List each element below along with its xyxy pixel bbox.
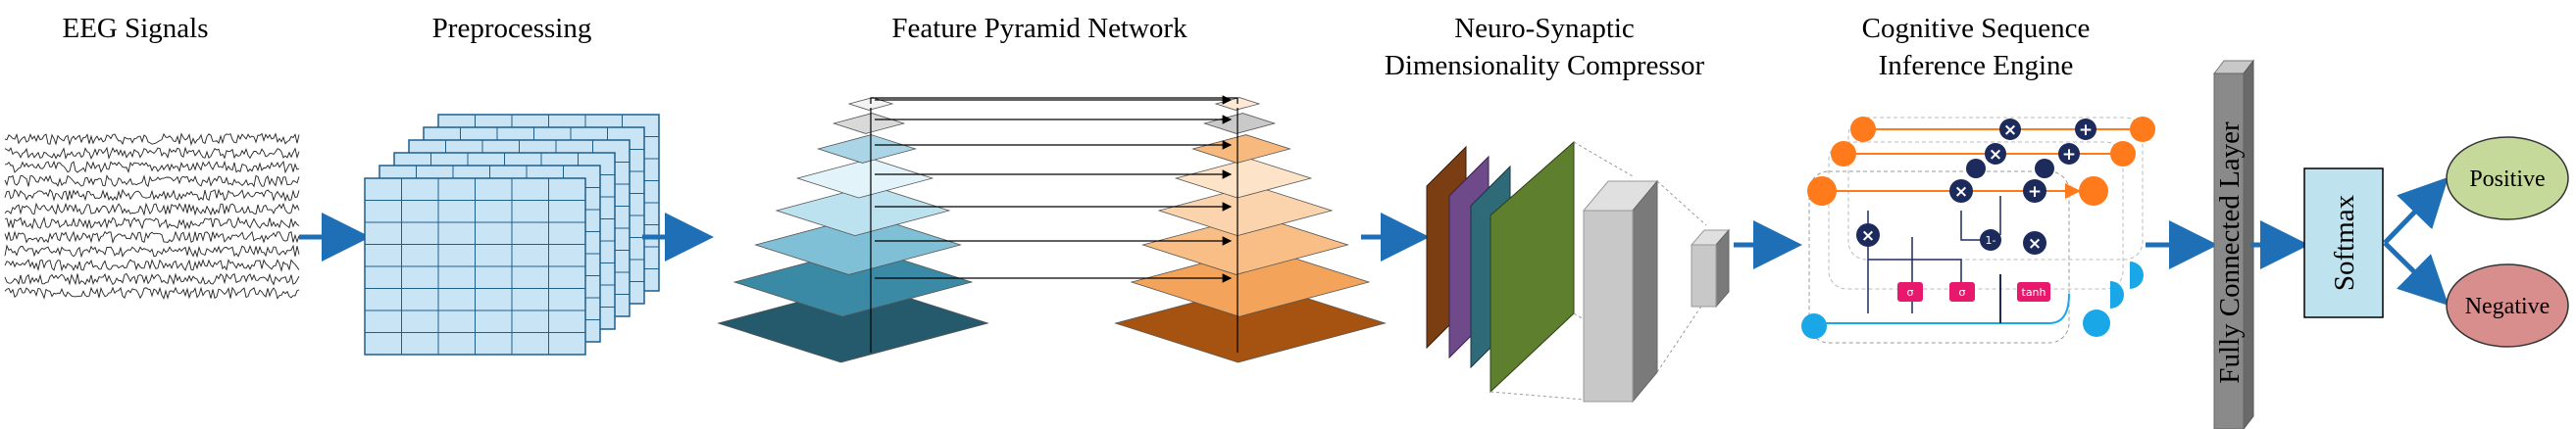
fpn-bottom-up-layer (775, 184, 951, 237)
label-softmax: Softmax (2329, 194, 2360, 291)
sigmoid-gate-2-label: σ (1959, 286, 1966, 299)
gray-block-front (1583, 210, 1634, 403)
hidden-state-output-node-back (2110, 281, 2124, 309)
lstm-cell-stack: × + × + × × + 1- × σ σ tanh (1801, 117, 2155, 344)
eeg-channel-trace (4, 215, 300, 230)
multiply-op-symbol: × (1861, 226, 1875, 246)
lstm-cell-front (1808, 170, 2070, 344)
compressor-blocks (1426, 140, 1731, 404)
gray-block-small-front (1691, 244, 1717, 308)
fpn-top-down-layer (1202, 113, 1277, 134)
eeg-channel-trace (4, 244, 300, 259)
sigmoid-gate-2 (1949, 282, 1975, 302)
eeg-signal-waveforms (4, 132, 300, 300)
fpn-top-down-layer (1191, 134, 1291, 164)
fpn-top-down-layer (1174, 158, 1313, 199)
forget-multiply-node (1856, 223, 1880, 247)
fpn-bottom-up-layer (832, 113, 906, 134)
cell-state-input-node (1850, 117, 1876, 142)
cell-state-output-node (2110, 141, 2136, 167)
lstm-cell-back (1847, 117, 2144, 261)
update-multiply-node (1949, 179, 1973, 203)
add-op-node (2058, 143, 2080, 165)
multiply-op-symbol: × (1989, 145, 2002, 165)
add-op-symbol: + (2062, 145, 2076, 165)
projection-line (1573, 141, 1634, 177)
sigmoid-gate-1-label: σ (1907, 286, 1914, 299)
eeg-channel-trace (4, 286, 300, 300)
gray-block-side (1632, 179, 1658, 404)
hidden-state-input-node (1801, 313, 1827, 339)
flow-arrow-negative (2383, 241, 2450, 307)
fpn-top-down-layer (1157, 184, 1334, 237)
output-negative-label: Negative (2465, 294, 2551, 319)
cell-state-input-node (1831, 141, 1856, 167)
fully-connected-layer: Fully Connected Layer (2212, 59, 2255, 429)
update-add-node (2023, 179, 2046, 203)
output-positive-label: Positive (2469, 167, 2545, 192)
multiply-op-node (1985, 143, 2006, 165)
eeg-channel-trace (4, 174, 300, 188)
top-connection (870, 97, 1238, 104)
label-engine-line2: Inference Engine (1879, 50, 2074, 81)
fc-front (2213, 72, 2245, 429)
tanh-gate (2017, 282, 2050, 302)
hidden-state-line (1824, 293, 2070, 324)
feature-pyramid (717, 95, 1387, 363)
projection-line (1656, 298, 1707, 373)
label-engine-line1: Cognitive Sequence (1862, 13, 2091, 44)
add-op-node (2035, 159, 2054, 178)
cell-state-input-node (1807, 176, 1837, 206)
add-op-symbol: + (2028, 182, 2042, 202)
eeg-channel-trace (4, 272, 300, 286)
projection-line (1490, 391, 1585, 401)
flow-arrow-positive (2383, 176, 2449, 245)
fpn-bottom-up-layer (817, 134, 917, 164)
output-positive (2446, 136, 2569, 220)
eeg-channel-trace (4, 202, 300, 216)
eeg-channel-trace (4, 230, 300, 245)
eeg-channel-trace (4, 188, 300, 203)
fpn-bottom-up-layer (795, 158, 934, 199)
hidden-state-output-node-back (2130, 262, 2144, 289)
multiply-op-symbol: × (2003, 120, 2017, 140)
label-compressor-line1: Neuro-Synaptic (1454, 13, 1635, 44)
hidden-state-output-node (2083, 310, 2110, 337)
softmax-box (2303, 167, 2384, 318)
label-compressor-line2: Dimensionality Compressor (1385, 50, 1705, 81)
eeg-channel-trace (4, 259, 300, 272)
label-eeg-signals: EEG Signals (62, 13, 208, 44)
multiply-op-symbol: × (2028, 234, 2042, 254)
projection-line (1656, 180, 1707, 226)
multiply-op-node (1999, 119, 2021, 140)
gate-line (1960, 211, 1981, 241)
preprocessing-grid-stack (364, 114, 660, 356)
label-feature-pyramid-network: Feature Pyramid Network (891, 13, 1187, 44)
output-negative (2446, 263, 2569, 348)
eeg-channel-trace (4, 132, 300, 147)
tanh-gate-label: tanh (2022, 286, 2046, 299)
sigmoid-gate-1 (1897, 282, 1923, 302)
output-multiply-node (2023, 231, 2046, 255)
eeg-channel-trace (5, 160, 300, 174)
label-fully-connected-layer: Fully Connected Layer (2214, 121, 2246, 384)
add-op-symbol: + (2079, 120, 2093, 140)
one-minus-node (1980, 229, 2001, 251)
label-preprocessing: Preprocessing (432, 13, 592, 44)
one-minus-symbol: 1- (1986, 234, 1996, 247)
cell-state-output-node (2130, 117, 2155, 142)
multiply-op-symbol: × (1954, 182, 1968, 202)
add-op-node (2075, 119, 2096, 140)
cell-state-output-node (2079, 176, 2108, 206)
multiply-op-node (1966, 159, 1986, 178)
eeg-channel-trace (4, 146, 300, 160)
